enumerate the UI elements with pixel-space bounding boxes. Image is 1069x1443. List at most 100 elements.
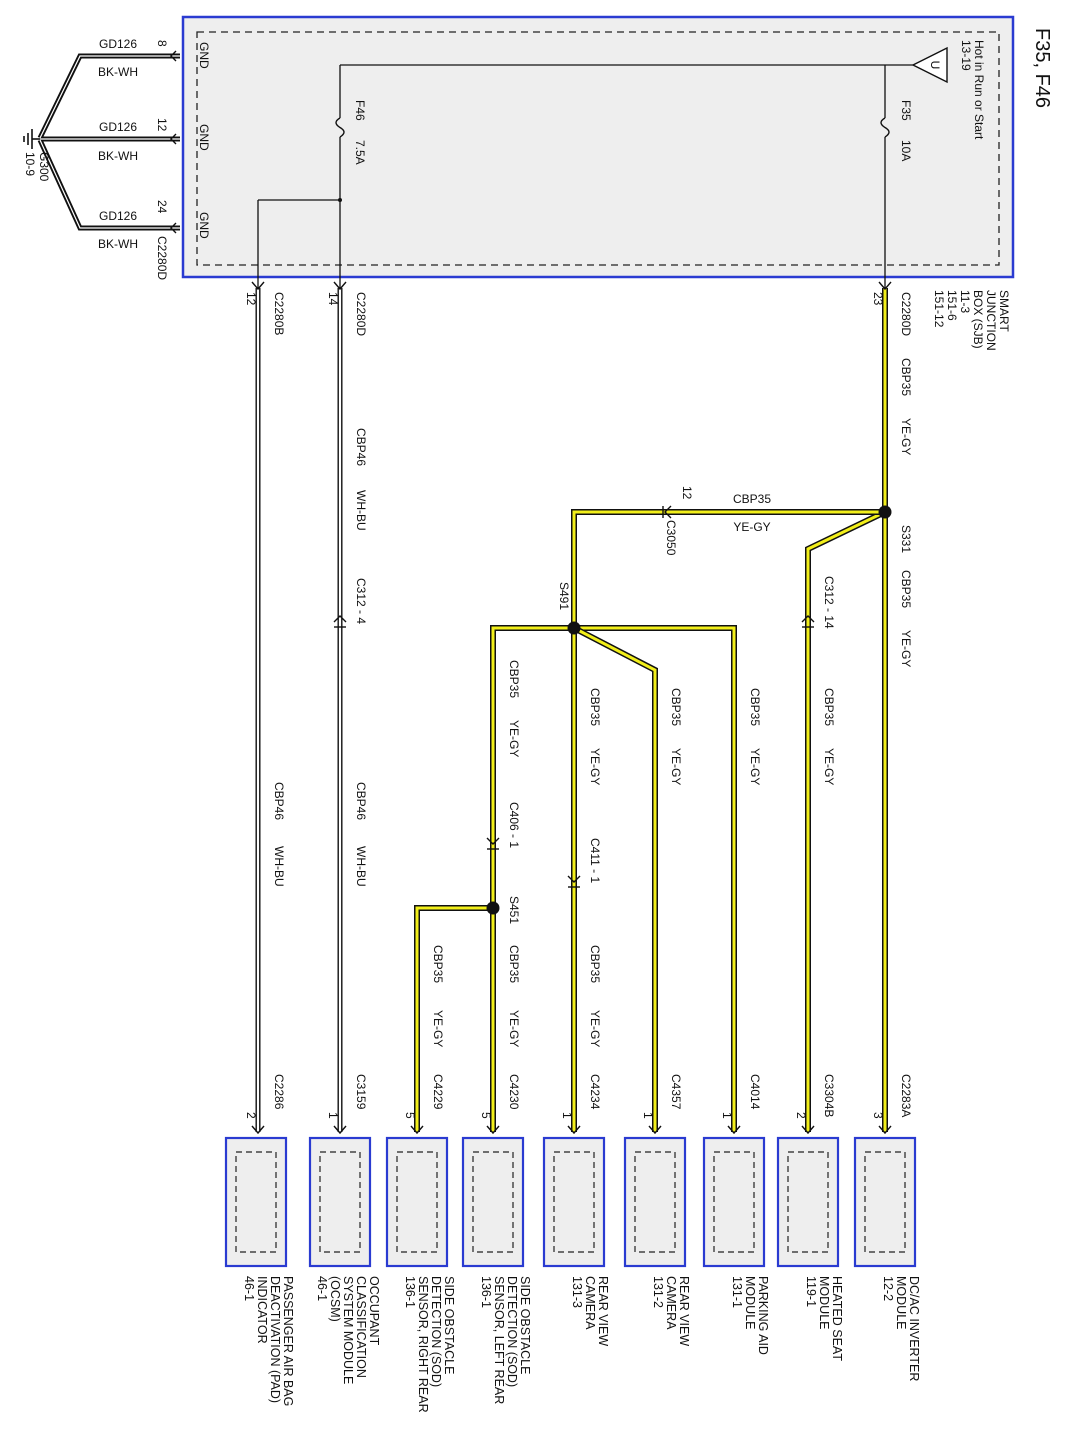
sjb-ref: 151-6 — [945, 290, 959, 321]
splice-label: S451 — [507, 896, 521, 924]
smart-junction-box — [181, 15, 1015, 279]
component-label: 12-2 — [881, 1276, 895, 1301]
component-label: MODULE — [894, 1276, 908, 1329]
wire-color-label: YE-GY — [899, 418, 913, 455]
fuse-f35-symbol — [880, 117, 890, 138]
component-label: OCCUPANT — [367, 1276, 381, 1346]
wire-color-label: WH-BU — [272, 846, 286, 887]
wire-circuit-label: CBP35 — [588, 945, 602, 983]
power-source-label: Hot in Run or Start — [972, 40, 986, 140]
inline-connector-name: C312 - 14 — [822, 576, 836, 629]
ground-connector-name: C2280D — [155, 236, 169, 280]
component-label: 46-1 — [315, 1276, 329, 1301]
component-label: 46-1 — [242, 1276, 256, 1301]
component-label: 119-1 — [804, 1276, 818, 1307]
inline-connector-c411-icon — [567, 875, 581, 888]
ground-wire-color: BK-WH — [98, 237, 138, 251]
wire-color-label: YE-GY — [507, 1010, 521, 1047]
wire-circuit-label: CBP35 — [669, 688, 683, 726]
component-box-heated-seat — [776, 1136, 840, 1268]
component-label: DEACTIVATION (PAD) — [268, 1276, 282, 1403]
component-pin: 1 — [720, 1112, 734, 1119]
wire-color-label: YE-GY — [822, 748, 836, 785]
component-label: 136-1 — [479, 1276, 493, 1308]
ground-ref: 10-9 — [23, 152, 37, 176]
fuse-f46-symbol — [335, 117, 345, 138]
component-box-sod-right — [385, 1136, 449, 1268]
wire-circuit-label: CBP35 — [899, 358, 913, 396]
component-pin: 1 — [326, 1112, 340, 1119]
inline-connector-c3050-icon — [662, 505, 672, 519]
sjb-name-line: BOX (SJB) — [971, 290, 985, 349]
component-box-pad-indicator — [224, 1136, 288, 1268]
inline-connector-name: C3050 — [664, 520, 678, 556]
component-box-rear-camera-3 — [542, 1136, 606, 1268]
component-label: 131-1 — [730, 1276, 744, 1308]
inline-connector-c312-14-icon — [801, 615, 815, 628]
component-connector: C3159 — [354, 1074, 368, 1110]
wire-circuit-label: CBP46 — [354, 428, 368, 466]
component-label: REAR VIEW — [677, 1276, 691, 1346]
wire-to-s451 — [490, 625, 574, 908]
component-boxes — [224, 1136, 917, 1268]
wire-circuit-label: CBP35 — [588, 688, 602, 726]
component-box-rear-camera-2 — [623, 1136, 687, 1268]
component-pin: 5 — [403, 1112, 417, 1119]
wire-to-parking-aid — [574, 625, 737, 1132]
sjb-output-connector: C2280D — [899, 292, 913, 336]
component-name-labels: DC/AC INVERTER MODULE 12-2 HEATED SEAT M… — [242, 1276, 921, 1413]
splice-label: S491 — [557, 582, 571, 610]
component-box-sod-left — [461, 1136, 525, 1268]
power-source-ref: 13-19 — [959, 40, 973, 71]
component-pin: 2 — [244, 1112, 258, 1119]
wire-color-label: YE-GY — [899, 630, 913, 667]
sjb-ref: 11-3 — [958, 290, 972, 313]
diagram-title: F35, F46 — [1031, 28, 1053, 108]
inline-connector-c406-icon — [486, 837, 500, 850]
component-label: DETECTION (SOD) — [505, 1276, 519, 1387]
ground-wire-circuit: GD126 — [99, 209, 137, 223]
component-label: REAR VIEW — [596, 1276, 610, 1346]
component-connector-labels: C2283A 3 C3304B 2 C4014 1 C4357 1 C4234 … — [244, 1074, 913, 1119]
ground-symbol-icon — [23, 129, 40, 149]
component-pin: 1 — [641, 1112, 655, 1119]
component-label: 131-3 — [570, 1276, 584, 1308]
component-connector: C4234 — [588, 1074, 602, 1110]
component-label: DC/AC INVERTER — [907, 1276, 921, 1381]
component-label: INDICATOR — [255, 1276, 269, 1344]
component-label: 136-1 — [403, 1276, 417, 1308]
component-pin: 5 — [479, 1112, 493, 1119]
sjb-name-line: SMART — [997, 290, 1011, 332]
component-label: PASSENGER AIR BAG — [281, 1276, 295, 1406]
ground-connector-arrows — [170, 50, 177, 234]
fuse-f35-name: F35 — [899, 100, 913, 121]
sjb-output-pin: 23 — [871, 292, 885, 306]
component-connector: C4357 — [669, 1074, 683, 1110]
ground-wire-pin: 24 — [155, 200, 169, 214]
component-label: CLASSIFICATION — [354, 1276, 368, 1378]
component-label: DETECTION (SOD) — [429, 1276, 443, 1387]
component-label: SIDE OBSTACLE — [442, 1276, 456, 1374]
wire-circuit-label: CBP35 — [431, 945, 445, 983]
sjb-output-pin: 14 — [326, 292, 340, 306]
wire-color-label: WH-BU — [354, 846, 368, 887]
component-label: SYSTEM MODULE — [341, 1276, 355, 1384]
ground-wire-circuit: GD126 — [99, 120, 137, 134]
sjb-output-connector: C2280B — [272, 292, 286, 335]
sjb-name-label: SMART JUNCTION BOX (SJB) 11-3 151-6 151-… — [932, 290, 1011, 351]
wire-color-label: YE-GY — [669, 748, 683, 785]
component-connector-arrows — [251, 1125, 892, 1135]
wire-color-label: YE-GY — [588, 748, 602, 785]
component-connector: C4014 — [748, 1074, 762, 1110]
splice-label: S331 — [899, 525, 913, 553]
wire-circuit-label: CBP35 — [733, 492, 771, 506]
wire-to-heated-seat — [805, 509, 887, 1132]
inline-connector-name: C406 - 1 — [507, 802, 521, 848]
component-box-ocsm — [308, 1136, 372, 1268]
component-pin: 2 — [794, 1112, 808, 1119]
wire-circuit-label: CBP35 — [748, 688, 762, 726]
wire-color-label: YE-GY — [507, 720, 521, 757]
gnd-label: GND — [197, 212, 211, 239]
component-pin: 3 — [871, 1112, 885, 1119]
inline-connector-name: C411 - 1 — [588, 838, 602, 883]
